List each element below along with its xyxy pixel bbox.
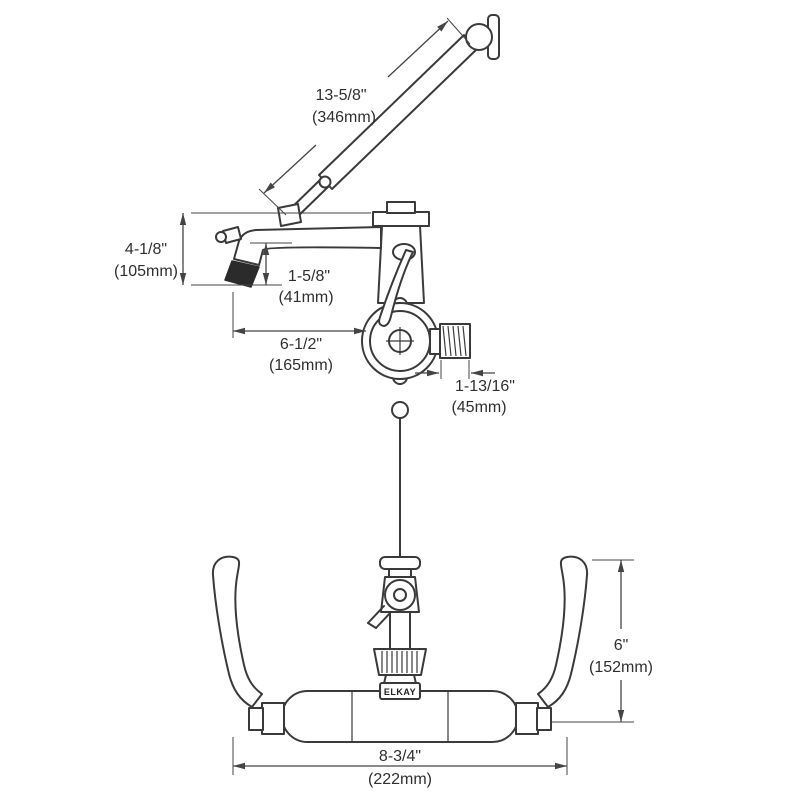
dim-overall-width-mm: (222mm) xyxy=(368,771,432,788)
support-arm xyxy=(277,34,478,227)
spout-nozzle xyxy=(224,260,260,288)
dim-spout-reach-inches: 6-1/2" xyxy=(280,336,322,353)
dim-outlet-width-inches: 1-13/16" xyxy=(455,378,515,395)
brand-label: ELKAY xyxy=(384,687,416,697)
knurled-nut xyxy=(373,648,427,676)
dim-support-arm-mm: (346mm) xyxy=(312,109,376,126)
dimension-outlet-width: 1-13/16" (45mm) xyxy=(415,360,515,416)
dimension-overall-width: 8-3/4" (222mm) xyxy=(232,737,568,788)
dimension-support-arm: 13-5/8" (346mm) xyxy=(258,17,471,216)
spout xyxy=(215,226,382,288)
spout-knob xyxy=(215,226,242,244)
thread-hatching xyxy=(442,325,467,357)
dim-valve-height-inches: 6" xyxy=(614,637,629,654)
handle-right xyxy=(537,555,589,708)
dimension-valve-height: 6" (152mm) xyxy=(552,559,653,723)
dimension-nozzle-drop: 1-5/8" (41mm) xyxy=(250,242,334,306)
swivel-clamp xyxy=(367,579,416,629)
dim-nozzle-drop-mm: (41mm) xyxy=(278,289,333,306)
dim-outlet-width-mm: (45mm) xyxy=(451,399,506,416)
lever-handle xyxy=(378,243,416,327)
dim-overall-width-inches: 8-3/4" xyxy=(379,748,421,765)
dim-support-arm-inches: 13-5/8" xyxy=(315,87,366,104)
handle-left xyxy=(211,555,263,708)
dim-spout-height-inches: 4-1/8" xyxy=(125,241,167,258)
dim-spout-height-mm: (105mm) xyxy=(114,263,178,280)
supply-fitting-left xyxy=(248,702,285,735)
dim-valve-height-mm: (152mm) xyxy=(589,659,653,676)
brand-badge: ELKAY xyxy=(379,682,421,700)
riser-connection xyxy=(391,401,409,558)
wall-flange xyxy=(465,14,500,60)
dimension-spout-reach: 6-1/2" (165mm) xyxy=(232,292,366,374)
threaded-outlet xyxy=(429,323,471,359)
dim-nozzle-drop-inches: 1-5/8" xyxy=(288,268,330,285)
center-screw xyxy=(386,327,414,355)
dim-spout-reach-mm: (165mm) xyxy=(269,357,333,374)
spout-mount-stack xyxy=(367,556,427,693)
dimension-spout-height: 4-1/8" (105mm) xyxy=(114,212,371,286)
supply-fitting-right xyxy=(515,702,552,735)
